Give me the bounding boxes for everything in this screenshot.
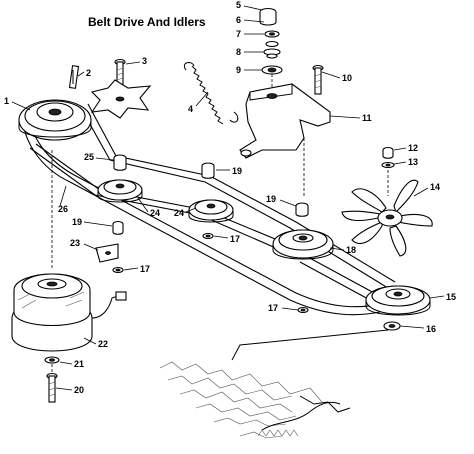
callout-9: 9 (236, 65, 241, 75)
spacer-upper (113, 154, 127, 171)
lock-nut (112, 266, 124, 274)
belt-guide (95, 243, 119, 263)
pulley-hub-nut (383, 321, 401, 331)
lock-nut (202, 232, 214, 240)
callout-7: 7 (236, 29, 241, 39)
callout-13: 13 (408, 157, 418, 167)
callout-5: 5 (236, 0, 241, 10)
callout-labels: 1 2 3 4 5 6 7 8 9 10 11 12 13 14 15 16 1… (4, 0, 456, 395)
clutch-washer (44, 356, 60, 374)
callout-24: 24 (150, 208, 160, 218)
key (68, 65, 80, 89)
frame-linkage (159, 329, 389, 439)
callout-17: 17 (140, 264, 150, 274)
callout-17: 17 (230, 234, 240, 244)
callout-20: 20 (74, 385, 84, 395)
callout-12: 12 (408, 143, 418, 153)
callout-19: 19 (266, 194, 276, 204)
lower-pulley (365, 285, 431, 316)
spacer-center (201, 162, 215, 179)
fan-washer (381, 161, 395, 196)
flat-idler-center (188, 199, 234, 223)
flat-idler-left (97, 179, 143, 203)
spacer-left (112, 220, 124, 235)
diagram-title: Belt Drive And Idlers (88, 15, 206, 29)
callout-4: 4 (188, 104, 193, 114)
leader-lines (11, 5, 445, 391)
callout-2: 2 (86, 68, 91, 78)
callout-3: 3 (142, 56, 147, 66)
idler-stack-hardware (259, 7, 283, 92)
callout-25: 25 (84, 152, 94, 162)
callout-19: 19 (72, 217, 82, 227)
callout-8: 8 (236, 47, 241, 57)
lock-nut (297, 306, 309, 314)
engine-pulley (18, 99, 92, 141)
bracket-bolt (312, 64, 324, 95)
callout-6: 6 (236, 15, 241, 25)
callout-14: 14 (430, 182, 440, 192)
fan-nut (382, 146, 394, 159)
callout-23: 23 (70, 238, 80, 248)
callout-24: 24 (174, 208, 184, 218)
spacer-right (295, 202, 309, 217)
callout-21: 21 (74, 359, 84, 369)
idler-bracket (90, 79, 152, 119)
callout-19: 19 (232, 166, 242, 176)
callout-26: 26 (58, 204, 68, 214)
large-idler-pulley (272, 229, 334, 260)
callout-15: 15 (446, 292, 456, 302)
clutch-bolt (46, 372, 58, 403)
callout-22: 22 (98, 339, 108, 349)
callout-16: 16 (426, 324, 436, 334)
callout-18: 18 (346, 245, 356, 255)
callout-11: 11 (362, 113, 372, 123)
idler-arm-bracket (239, 83, 331, 196)
tension-spring (183, 62, 239, 125)
callout-10: 10 (342, 73, 352, 83)
callout-17: 17 (268, 303, 278, 313)
electric-pto-clutch (11, 150, 127, 352)
cooling-fan (341, 179, 433, 257)
callout-1: 1 (4, 96, 9, 106)
